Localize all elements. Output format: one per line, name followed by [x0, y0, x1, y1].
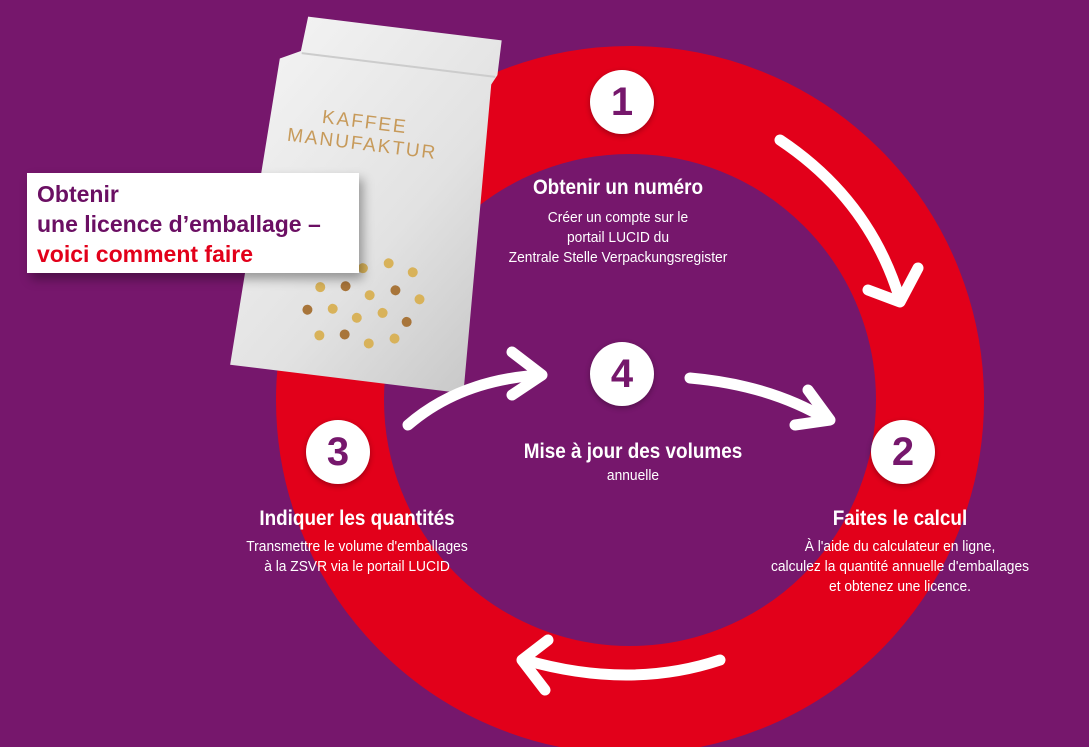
step-3-text: Indiquer les quantités Transmettre le vo… [207, 507, 507, 577]
step-3-badge: 3 [306, 420, 370, 484]
step-1-line3: Zentrale Stelle Verpackungsregister [508, 249, 728, 266]
arrow-1-to-2 [774, 134, 906, 306]
title-line2: une licence d’emballage – [37, 211, 321, 237]
step-4-text: Mise à jour des volumes annuelle [483, 440, 783, 486]
arrow-3-to-4 [402, 369, 546, 431]
arrow-2-to-3 [519, 654, 726, 681]
step-2-heading: Faites le calcul [832, 507, 968, 530]
title-line3: voici comment faire [37, 241, 254, 267]
arrow-head-4 [789, 384, 836, 431]
step-1-text: Obtenir un numéro Créer un compte sur le… [468, 176, 768, 268]
step-3-heading: Indiquer les quantités [259, 507, 455, 530]
arrow-head-1 [862, 262, 924, 308]
step-4-line1: annuelle [606, 467, 660, 484]
step-4-heading: Mise à jour des volumes [523, 440, 743, 463]
step-1-line1: Créer un compte sur le [547, 209, 689, 226]
step-2-line3: et obtenez une licence. [829, 578, 971, 595]
step-2-text: Faites le calcul À l'aide du calculateur… [730, 507, 1070, 597]
arrow-head-2 [516, 634, 554, 696]
step-1-line2: portail LUCID du [566, 229, 670, 246]
arrow-head-3 [506, 346, 548, 401]
step-2-line2: calculez la quantité annuelle d'emballag… [770, 558, 1030, 575]
step-2-badge: 2 [871, 420, 935, 484]
step-3-line2: à la ZSVR via le portail LUCID [264, 558, 450, 575]
step-1-heading: Obtenir un numéro [532, 176, 704, 199]
title-line1: Obtenir [37, 181, 119, 207]
step-1-badge: 1 [590, 70, 654, 134]
title-box: Obtenir une licence d’emballage – voici … [27, 173, 359, 273]
step-2-line1: À l'aide du calculateur en ligne, [804, 538, 996, 555]
step-4-badge: 4 [590, 342, 654, 406]
arrow-4-to-2 [684, 372, 834, 426]
step-3-line1: Transmettre le volume d'emballages [246, 538, 468, 555]
